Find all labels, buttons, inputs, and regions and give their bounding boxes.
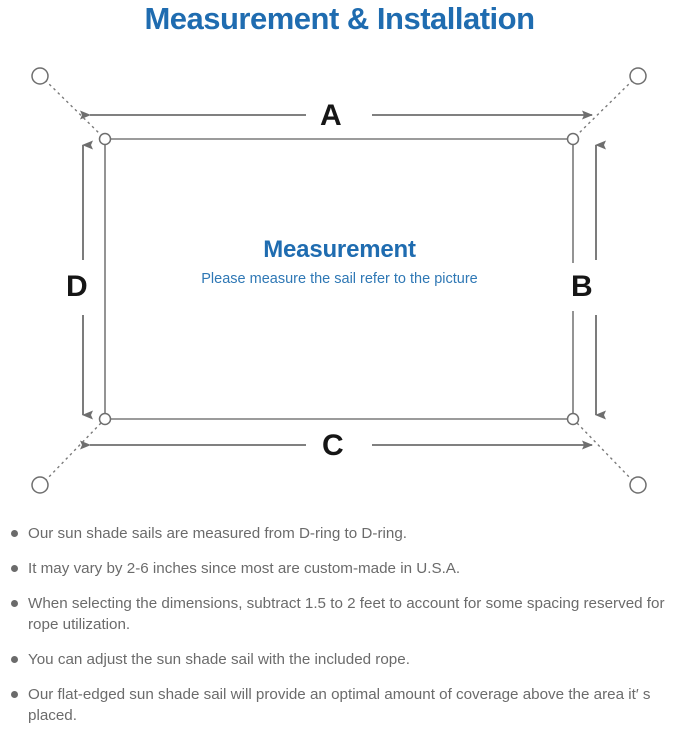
bullet-icon: [11, 565, 18, 572]
dimension-label-a: A: [311, 99, 351, 133]
note-text: When selecting the dimensions, subtract …: [28, 595, 665, 633]
dimension-label-c: C: [313, 429, 353, 463]
rope-bottom-left: [44, 422, 102, 482]
dimension-label-d: D: [64, 263, 90, 311]
shade-sail-measurement-diagram: Measurement Please measure the sail refe…: [0, 45, 679, 515]
page-title: Measurement & Installation: [144, 1, 535, 36]
anchor-top-right-icon: [629, 67, 647, 85]
note-item: Our flat-edged sun shade sail will provi…: [0, 684, 679, 726]
note-item: When selecting the dimensions, subtract …: [0, 593, 679, 635]
rope-lines: [44, 79, 634, 482]
d-rings: [98, 132, 580, 426]
rope-top-right: [576, 79, 634, 136]
d-ring-bottom-right-icon: [566, 412, 580, 426]
sail-rectangle: [104, 138, 574, 420]
anchor-bottom-left-icon: [31, 476, 49, 494]
rope-bottom-right: [576, 422, 634, 482]
diagram-svg: [31, 67, 647, 494]
anchor-top-left-icon: [31, 67, 49, 85]
dimension-label-b: B: [569, 263, 595, 311]
note-item: It may vary by 2-6 inches since most are…: [0, 558, 679, 579]
bullet-icon: [11, 656, 18, 663]
note-text: It may vary by 2-6 inches since most are…: [28, 560, 461, 577]
notes-list: Our sun shade sails are measured from D-…: [0, 523, 679, 740]
bullet-icon: [11, 691, 18, 698]
note-text: Our flat-edged sun shade sail will provi…: [28, 686, 651, 724]
d-ring-top-right-icon: [566, 132, 580, 146]
d-ring-top-left-icon: [98, 132, 112, 146]
rope-top-left: [44, 79, 102, 136]
note-text: Our sun shade sails are measured from D-…: [28, 525, 407, 542]
anchor-points: [31, 67, 647, 494]
note-text: You can adjust the sun shade sail with t…: [28, 651, 410, 668]
bullet-icon: [11, 600, 18, 607]
note-item: Our sun shade sails are measured from D-…: [0, 523, 679, 544]
note-item: You can adjust the sun shade sail with t…: [0, 649, 679, 670]
bullet-icon: [11, 530, 18, 537]
d-ring-bottom-left-icon: [98, 412, 112, 426]
anchor-bottom-right-icon: [629, 476, 647, 494]
